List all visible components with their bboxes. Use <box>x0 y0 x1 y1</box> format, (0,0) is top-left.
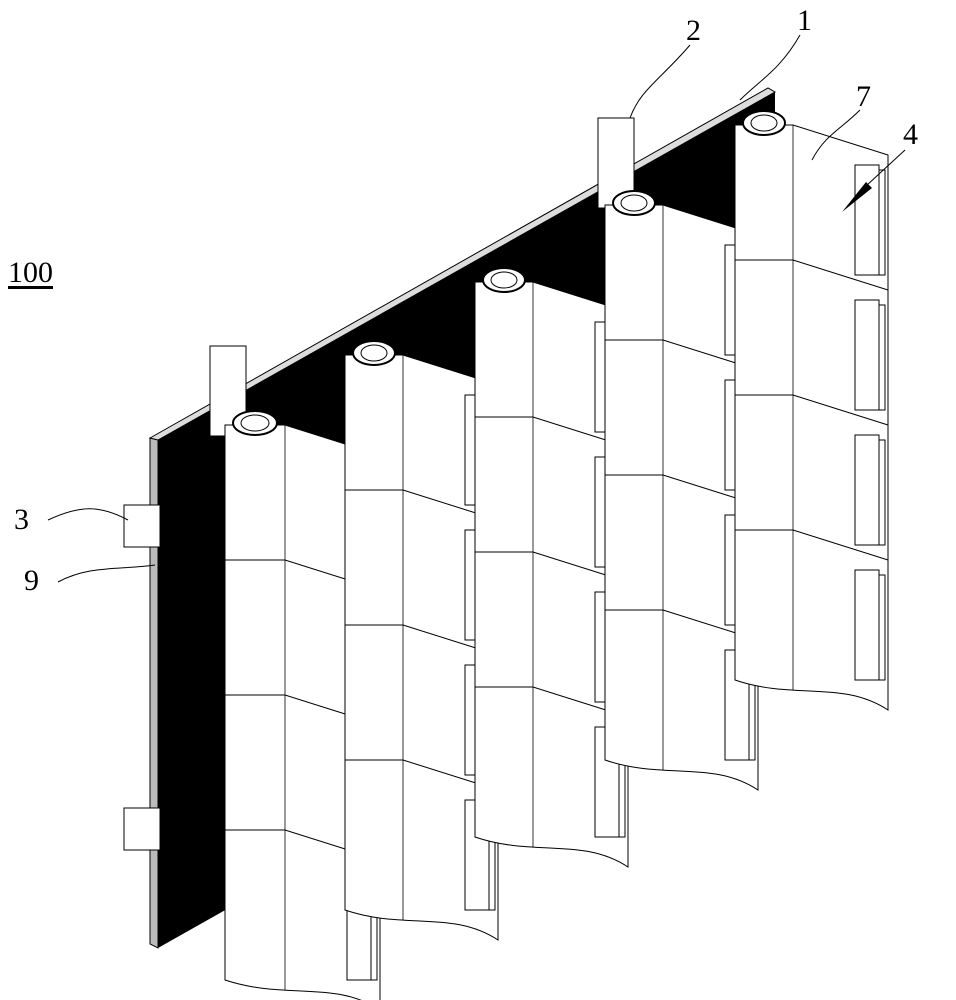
label-9: 9 <box>24 566 39 596</box>
side-bracket <box>124 808 160 850</box>
label-4: 4 <box>903 120 918 150</box>
label-3: 3 <box>14 505 29 535</box>
label-1: 1 <box>797 6 812 36</box>
side-plate-edge <box>879 440 885 545</box>
label-100: 100 <box>8 258 53 288</box>
side-bracket <box>124 505 160 547</box>
label-7: 7 <box>856 82 871 112</box>
side-plate <box>855 165 879 275</box>
side-plate-edge <box>879 575 885 680</box>
side-plate <box>855 300 879 410</box>
leader-line-3 <box>48 509 128 520</box>
leader-line-9 <box>58 565 155 582</box>
leader-line-2 <box>630 45 690 118</box>
fan-column <box>735 111 888 710</box>
side-plate-edge <box>879 305 885 410</box>
side-plate <box>855 570 879 680</box>
side-plate <box>855 435 879 545</box>
side-plate-edge <box>879 170 885 275</box>
label-2: 2 <box>686 16 701 46</box>
